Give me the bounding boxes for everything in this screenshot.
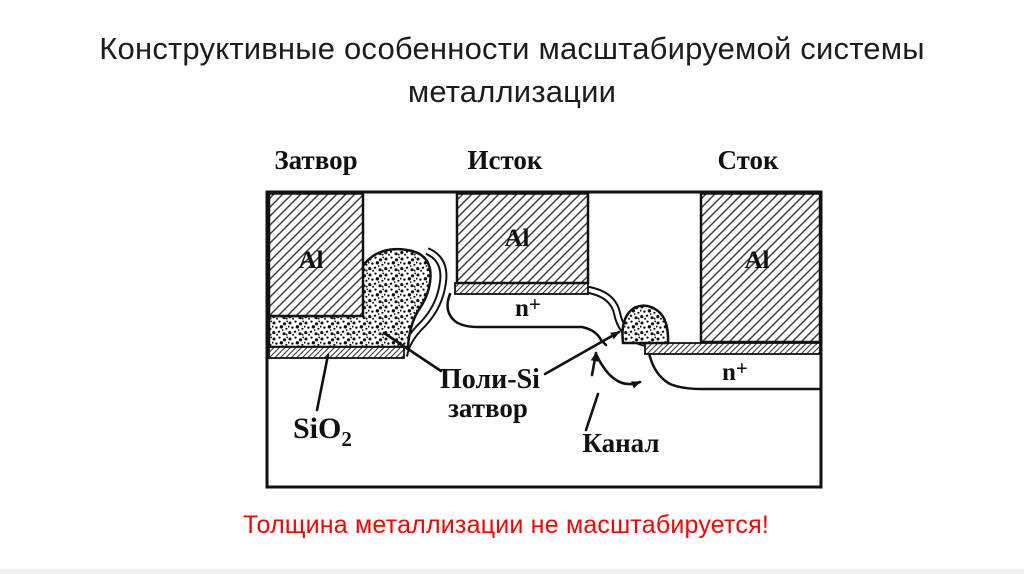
poly-si-leader-line bbox=[382, 331, 443, 373]
n-plus-source-label: n+ bbox=[515, 292, 541, 322]
channel-curved-arrow bbox=[594, 352, 642, 389]
sio2-leader-line bbox=[315, 353, 330, 412]
al-gate-label: Al bbox=[299, 247, 324, 274]
poly-si-label-line2: затвор bbox=[448, 393, 528, 423]
n-plus-drain-label: n+ bbox=[722, 356, 748, 386]
source-terminal-label: Исток bbox=[468, 145, 543, 175]
channel-leader-line bbox=[584, 392, 600, 432]
sio2-label: SiO2 bbox=[293, 412, 352, 451]
slide-title-line1: Конструктивные особенности масштабируемо… bbox=[99, 31, 925, 66]
poly-si-label-line1: Поли-Si bbox=[440, 364, 540, 395]
n-plus-source-boundary bbox=[446, 292, 608, 347]
conformal-oxide-bump-wrap bbox=[400, 247, 448, 357]
al-source-label: Al bbox=[505, 225, 530, 252]
poly-si-gate-blob bbox=[621, 304, 670, 345]
slide-title-line2: металлизации bbox=[407, 74, 617, 109]
drain-terminal-label: Сток bbox=[717, 145, 779, 175]
sio2-thin-layer-left bbox=[268, 346, 405, 359]
oxide-strip-under-source bbox=[454, 282, 589, 295]
oxide-strip-drain-side bbox=[644, 342, 821, 355]
slide-title: Конструктивные особенности масштабируемо… bbox=[0, 27, 1024, 113]
channel-label: Канал bbox=[582, 428, 659, 458]
footnote-warning: Толщина металлизации не масштабируется! bbox=[243, 511, 770, 539]
slide-bottom-edge bbox=[0, 569, 1024, 574]
al-source-metal bbox=[455, 192, 590, 285]
n-plus-drain-boundary bbox=[647, 351, 822, 391]
diagram-border bbox=[265, 190, 823, 489]
al-gate-metal bbox=[267, 192, 365, 318]
al-drain-metal bbox=[699, 192, 822, 344]
al-drain-label: Al bbox=[745, 247, 770, 274]
gate-terminal-label: Затвор bbox=[274, 145, 357, 175]
channel-up-arrow bbox=[590, 351, 599, 377]
poly-si-gate-arrow bbox=[543, 330, 621, 376]
